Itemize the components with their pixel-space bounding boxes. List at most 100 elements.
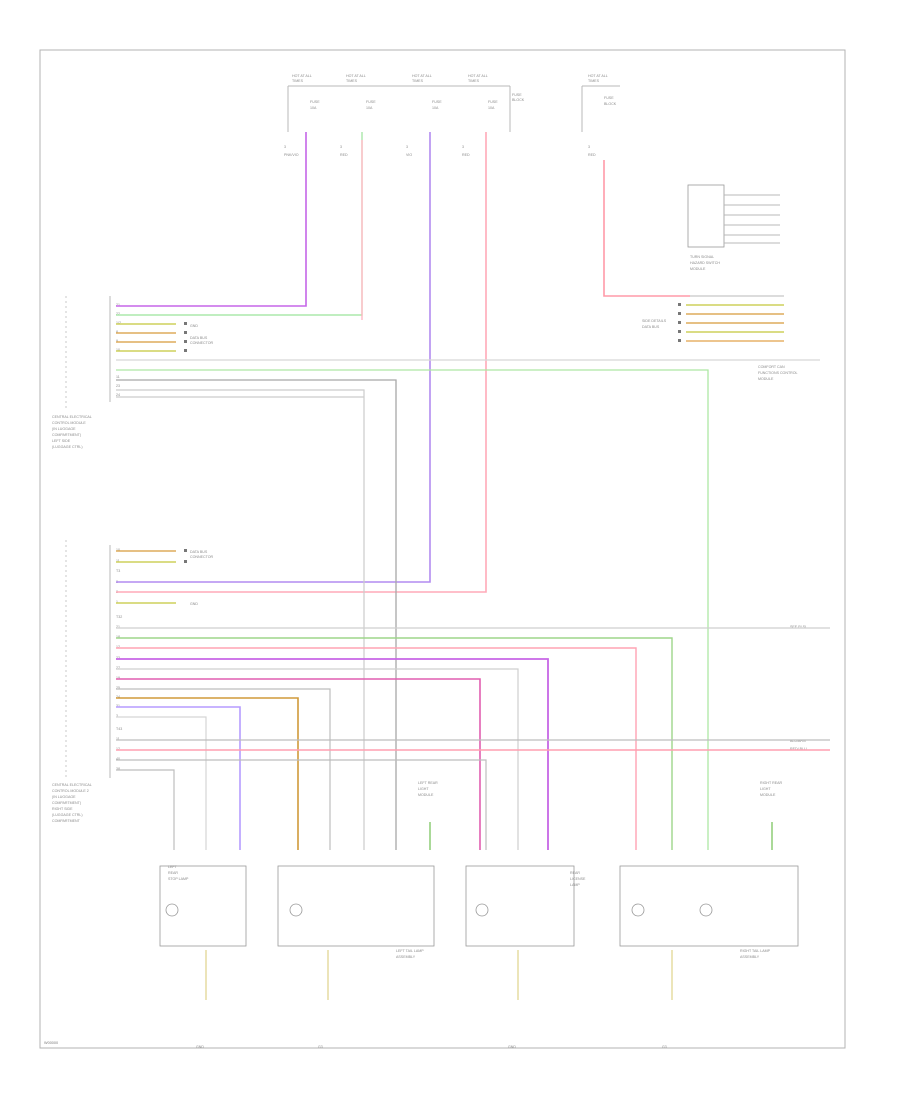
svg-text:40: 40 — [116, 757, 120, 761]
svg-text:T32: T32 — [116, 615, 122, 619]
svg-text:RIGHT TAIL LAMP: RIGHT TAIL LAMP — [740, 949, 771, 953]
svg-text:DATA BUS: DATA BUS — [190, 550, 208, 554]
svg-text:GND: GND — [196, 1045, 204, 1049]
svg-text:8: 8 — [116, 330, 118, 334]
svg-text:DATA BUS: DATA BUS — [190, 336, 208, 340]
svg-text:SEE P/ SL: SEE P/ SL — [790, 625, 807, 629]
svg-text:TIMES: TIMES — [412, 79, 424, 83]
svg-text:18: 18 — [116, 635, 120, 639]
svg-text:9: 9 — [116, 339, 118, 343]
svg-text:ASSEMBLY: ASSEMBLY — [396, 955, 416, 959]
svg-text:3: 3 — [406, 145, 408, 149]
svg-text:G3: G3 — [318, 1045, 323, 1049]
svg-text:LEFT: LEFT — [168, 865, 178, 869]
svg-text:SIDE DETAILS: SIDE DETAILS — [642, 319, 667, 323]
svg-text:LICENSE: LICENSE — [570, 877, 586, 881]
svg-text:RED: RED — [588, 153, 596, 157]
svg-text:23: 23 — [116, 656, 120, 660]
svg-text:PNK/VIO: PNK/VIO — [284, 153, 299, 157]
svg-text:DATA BUS: DATA BUS — [642, 325, 660, 329]
svg-text:10: 10 — [116, 548, 120, 552]
svg-text:REAR: REAR — [570, 871, 580, 875]
harness-wires — [116, 132, 830, 1000]
svg-text:RED: RED — [462, 153, 470, 157]
svg-text:3: 3 — [116, 714, 118, 718]
svg-text:GND: GND — [508, 1045, 516, 1049]
svg-text:38: 38 — [116, 767, 120, 771]
svg-text:3: 3 — [340, 145, 342, 149]
lamp-assemblies: LEFT REAR STOP LAMP LEFT TAIL LAMP ASSEM… — [159, 781, 799, 959]
svg-text:VIO: VIO — [406, 153, 412, 157]
svg-text:10A: 10A — [310, 106, 317, 110]
svg-text:RIGHT SIDE: RIGHT SIDE — [52, 807, 73, 811]
svg-text:T3: T3 — [116, 569, 120, 573]
svg-text:LEFT SIDE: LEFT SIDE — [52, 439, 71, 443]
svg-text:BLOCK: BLOCK — [604, 102, 617, 106]
svg-text:LEFT REAR: LEFT REAR — [418, 781, 438, 785]
svg-text:FUNCTIONS CONTROL: FUNCTIONS CONTROL — [758, 371, 798, 375]
svg-text:HOT AT ALL: HOT AT ALL — [412, 74, 432, 78]
svg-text:TURN SIGNAL: TURN SIGNAL — [690, 255, 714, 259]
svg-text:11: 11 — [116, 375, 120, 379]
svg-text:RIGHT REAR: RIGHT REAR — [760, 781, 783, 785]
svg-text:LIGHT: LIGHT — [418, 787, 429, 791]
svg-text:10: 10 — [116, 348, 120, 352]
svg-text:LIGHT: LIGHT — [760, 787, 771, 791]
svg-text:1: 1 — [116, 600, 118, 604]
svg-text:COMPARTMENT): COMPARTMENT) — [52, 433, 81, 437]
svg-text:11: 11 — [116, 737, 120, 741]
footer-code: W00000 — [44, 1041, 58, 1045]
svg-text:21: 21 — [116, 303, 120, 307]
svg-text:CONTROL MODULE 2: CONTROL MODULE 2 — [52, 789, 89, 793]
svg-text:1/2: 1/2 — [116, 321, 121, 325]
svg-text:FUSE: FUSE — [488, 100, 498, 104]
svg-text:REAR: REAR — [168, 871, 178, 875]
svg-text:TIMES: TIMES — [346, 79, 358, 83]
svg-text:FUSE: FUSE — [310, 100, 320, 104]
svg-text:LAMP: LAMP — [570, 883, 580, 887]
svg-text:RED: RED — [340, 153, 348, 157]
svg-text:25: 25 — [116, 686, 120, 690]
svg-text:11: 11 — [116, 559, 120, 563]
svg-text:MODULE: MODULE — [418, 793, 434, 797]
svg-text:LEFT TAIL LAMP: LEFT TAIL LAMP — [396, 949, 424, 953]
svg-text:21: 21 — [116, 625, 120, 629]
svg-text:T43: T43 — [116, 727, 122, 731]
svg-text:(LUGGAGE CTRL): (LUGGAGE CTRL) — [52, 813, 83, 817]
ground-points: GND G3 GND G3 — [196, 1045, 667, 1049]
diagram-frame — [39, 49, 846, 1049]
svg-text:24: 24 — [116, 695, 120, 699]
connector-markers — [184, 303, 681, 563]
svg-text:3: 3 — [284, 145, 286, 149]
svg-text:3: 3 — [462, 145, 464, 149]
svg-text:CENTRAL ELECTRICAL: CENTRAL ELECTRICAL — [52, 783, 92, 787]
svg-text:TIMES: TIMES — [468, 79, 480, 83]
svg-text:GND: GND — [190, 602, 198, 606]
svg-text:10A: 10A — [488, 106, 495, 110]
svg-text:31: 31 — [116, 704, 120, 708]
svg-text:FUSE: FUSE — [432, 100, 442, 104]
svg-text:CENTRAL ELECTRICAL: CENTRAL ELECTRICAL — [52, 415, 92, 419]
svg-text:10A: 10A — [432, 106, 439, 110]
svg-text:(IN LUGGAGE: (IN LUGGAGE — [52, 795, 76, 799]
svg-text:RED/ BLU: RED/ BLU — [790, 747, 807, 751]
svg-text:COMFORT CAN: COMFORT CAN — [758, 365, 785, 369]
svg-text:19: 19 — [116, 676, 120, 680]
svg-text:MODULE: MODULE — [690, 267, 706, 271]
svg-text:MODULE: MODULE — [758, 377, 774, 381]
svg-text:12: 12 — [116, 645, 120, 649]
svg-text:G3: G3 — [662, 1045, 667, 1049]
svg-text:3: 3 — [588, 145, 590, 149]
svg-text:ASSEMBLY: ASSEMBLY — [740, 955, 760, 959]
svg-text:FUSE: FUSE — [366, 100, 376, 104]
svg-text:27: 27 — [116, 666, 120, 670]
svg-text:GND: GND — [190, 324, 198, 328]
svg-text:CONNECTOR: CONNECTOR — [190, 341, 213, 345]
svg-text:HOT AT ALL: HOT AT ALL — [468, 74, 488, 78]
svg-text:22: 22 — [116, 312, 120, 316]
svg-text:TIMES: TIMES — [292, 79, 304, 83]
